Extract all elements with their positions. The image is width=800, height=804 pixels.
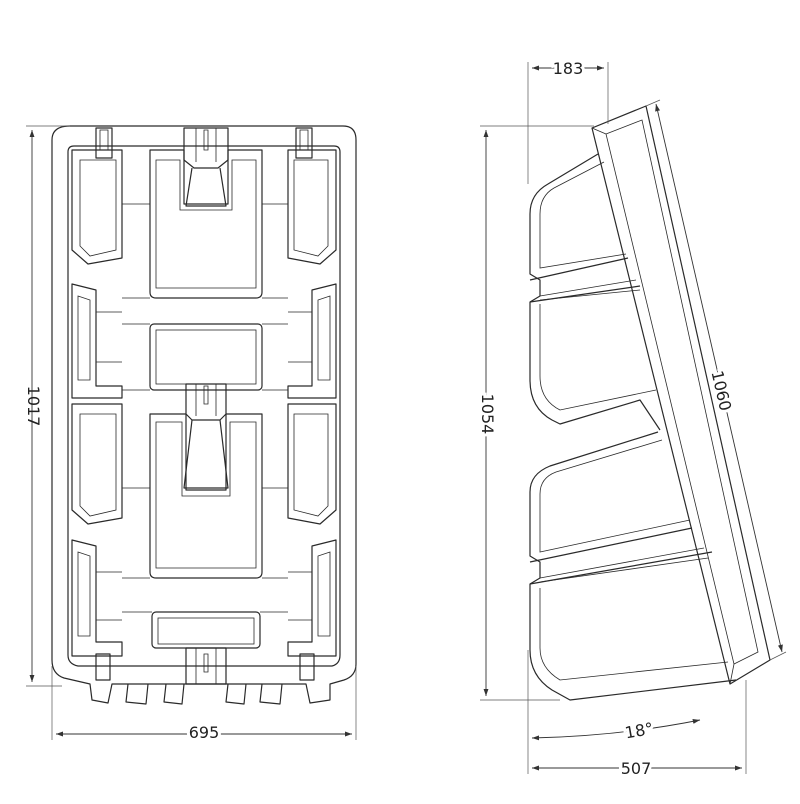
side-height-label: 1054: [478, 394, 497, 435]
side-top-offset-dimension: 183: [527, 56, 609, 184]
front-height-dimension: 1017: [24, 125, 70, 687]
front-ribs: [122, 203, 288, 613]
side-view: 183 1054 1060 18° 507: [475, 56, 787, 781]
side-angle-label: 18°: [623, 719, 654, 743]
side-back-plate-inner: [605, 119, 759, 665]
front-left-pockets: [71, 149, 123, 657]
side-upper-tray: [529, 153, 661, 431]
side-height-dimension: 1054: [475, 125, 594, 701]
side-angle-dimension: 18°: [531, 716, 701, 745]
side-slant-label: 1060: [708, 369, 736, 413]
front-right-pockets: [287, 149, 337, 657]
front-width-dimension: 695: [51, 666, 357, 745]
side-back-plate: [591, 105, 771, 685]
front-middle-clip: [183, 383, 229, 489]
front-width-label: 695: [189, 723, 220, 742]
front-outer-outline: [51, 125, 357, 704]
side-depth-label: 507: [621, 759, 652, 778]
front-view: 1017 695: [24, 125, 357, 745]
front-inner-rim: [67, 145, 341, 667]
front-bottom-feet: [125, 683, 283, 705]
front-height-label: 1017: [24, 386, 43, 427]
side-slant-dimension: 1060: [645, 99, 787, 661]
front-top-clips: [95, 127, 313, 207]
side-top-offset-label: 183: [553, 59, 584, 78]
side-depth-dimension: 507: [527, 650, 747, 781]
front-center-panels: [149, 149, 263, 649]
